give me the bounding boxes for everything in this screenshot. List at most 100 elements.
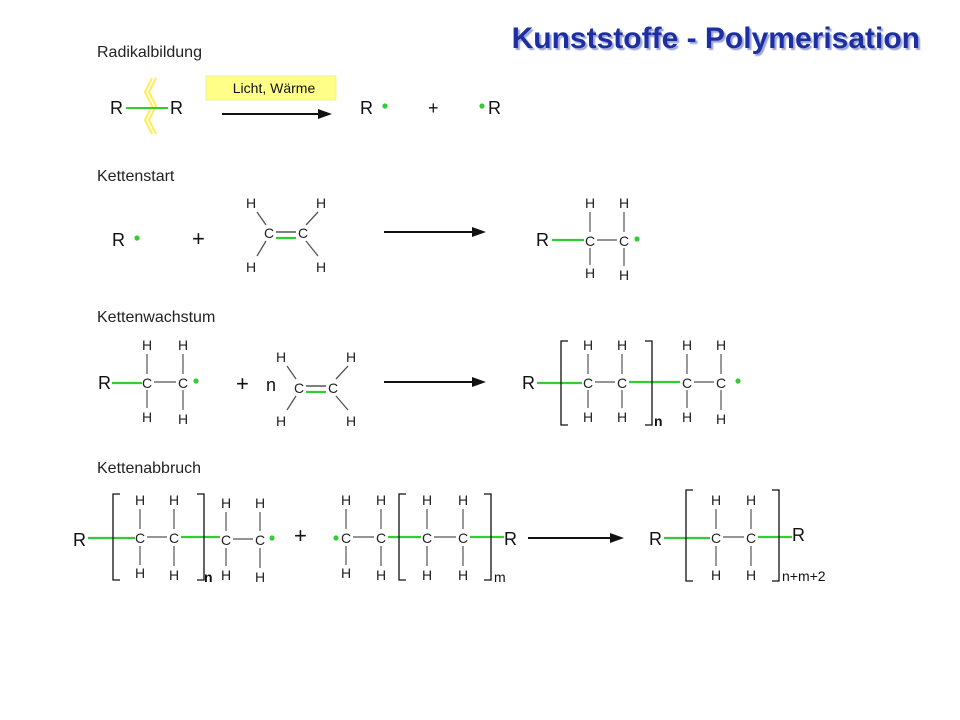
atom-r: R (536, 230, 549, 250)
atom-h: H (682, 337, 692, 353)
atom-h: H (711, 567, 721, 583)
bracket-open (685, 489, 693, 582)
atom-c: C (294, 380, 304, 396)
atom-c: C (169, 530, 179, 546)
atom-h: H (316, 259, 326, 275)
atom-r: R (649, 529, 662, 549)
atom-h: H (585, 195, 595, 211)
atom-h: H (178, 411, 188, 427)
start-product: R C C H H H H (536, 195, 640, 283)
atom-c: C (255, 532, 265, 548)
plus-sign: + (236, 371, 249, 396)
atom-c: C (711, 530, 721, 546)
atom-c: C (341, 530, 351, 546)
arrow-head-icon (318, 109, 332, 119)
radical-dot-icon (735, 378, 741, 384)
atom-r: R (504, 529, 517, 549)
termination-chain-1: R C C C C H H H H H H H H (73, 492, 275, 585)
atom-h: H (246, 259, 256, 275)
atom-h: H (458, 492, 468, 508)
bracket-open (560, 340, 568, 426)
section-kettenabbruch: Kettenabbruch (97, 460, 201, 477)
atom-r: R (360, 98, 373, 118)
plus-sign: + (192, 226, 205, 251)
atom-h: H (178, 337, 188, 353)
atom-h: H (221, 495, 231, 511)
atom-c: C (746, 530, 756, 546)
repeat-index-n: n (654, 413, 663, 429)
atom-h: H (422, 567, 432, 583)
section-kettenwachstum: Kettenwachstum (97, 309, 215, 326)
atom-h: H (341, 492, 351, 508)
repeat-index-total: n+m+2 (782, 568, 826, 584)
atom-c: C (682, 375, 692, 391)
atom-r: R (110, 98, 123, 118)
atom-r: R (792, 525, 805, 545)
bracket-close (484, 493, 492, 581)
atom-c: C (328, 380, 338, 396)
atom-h: H (169, 492, 179, 508)
section-radikalbildung: Radikalbildung (97, 44, 202, 61)
light-zigzag-icon (143, 77, 154, 135)
atom-c: C (619, 233, 629, 249)
bracket-open (398, 493, 406, 581)
atom-h: H (346, 349, 356, 365)
atom-c: C (716, 375, 726, 391)
atom-r: R (170, 98, 183, 118)
atom-c: C (585, 233, 595, 249)
atom-r: R (488, 98, 501, 118)
page-title: Kunststoffe - Polymerisation (512, 22, 920, 55)
radical-dot-icon (333, 535, 339, 541)
atom-h: H (458, 567, 468, 583)
bracket-close (197, 493, 205, 581)
atom-h: H (221, 567, 231, 583)
chain-growth-equation: R C C H H H H + n H H H H C C (98, 337, 741, 429)
chain-termination-equation: R C C C C H H H H H H H H (73, 489, 826, 585)
atom-h: H (276, 413, 286, 429)
atom-c: C (617, 375, 627, 391)
atom-c: C (583, 375, 593, 391)
atom-r: R (112, 230, 125, 250)
atom-h: H (617, 409, 627, 425)
coefficient-n: n (266, 375, 276, 395)
plus-sign: + (428, 98, 439, 118)
atom-h: H (585, 265, 595, 281)
atom-h: H (619, 267, 629, 283)
atom-c: C (298, 225, 308, 241)
radical-dot-icon (382, 103, 388, 109)
atom-c: C (142, 375, 152, 391)
ethylene-molecule: H H H H C C (246, 195, 326, 275)
atom-h: H (255, 569, 265, 585)
atom-h: H (276, 349, 286, 365)
atom-h: H (716, 337, 726, 353)
conditions-box (205, 75, 337, 101)
radical-dot-icon (634, 236, 640, 242)
atom-r: R (522, 373, 535, 393)
atom-h: H (716, 411, 726, 427)
bracket-close (645, 340, 653, 426)
atom-c: C (458, 530, 468, 546)
atom-h: H (583, 337, 593, 353)
atom-h: H (135, 565, 145, 581)
radical-dot-icon (269, 535, 275, 541)
termination-product: R C C R H H H H n+m+2 (649, 489, 826, 584)
bracket-open (112, 493, 120, 581)
chain-start-equation: R + H H H H C C R C C H (112, 195, 640, 283)
growth-radical: R C C H H H H (98, 337, 199, 427)
atom-h: H (617, 337, 627, 353)
radical-formation-equation: R R Licht, Wärme R + R (110, 75, 501, 135)
repeat-index-n: n (204, 569, 213, 585)
atom-c: C (178, 375, 188, 391)
atom-h: H (376, 567, 386, 583)
atom-h: H (135, 492, 145, 508)
atom-h: H (346, 413, 356, 429)
arrow-head-icon (472, 227, 486, 237)
atom-c: C (422, 530, 432, 546)
atom-h: H (682, 409, 692, 425)
atom-h: H (746, 492, 756, 508)
light-zigzag-icon (147, 77, 158, 135)
radical-dot-icon (479, 103, 485, 109)
atom-c: C (135, 530, 145, 546)
atom-h: H (316, 195, 326, 211)
